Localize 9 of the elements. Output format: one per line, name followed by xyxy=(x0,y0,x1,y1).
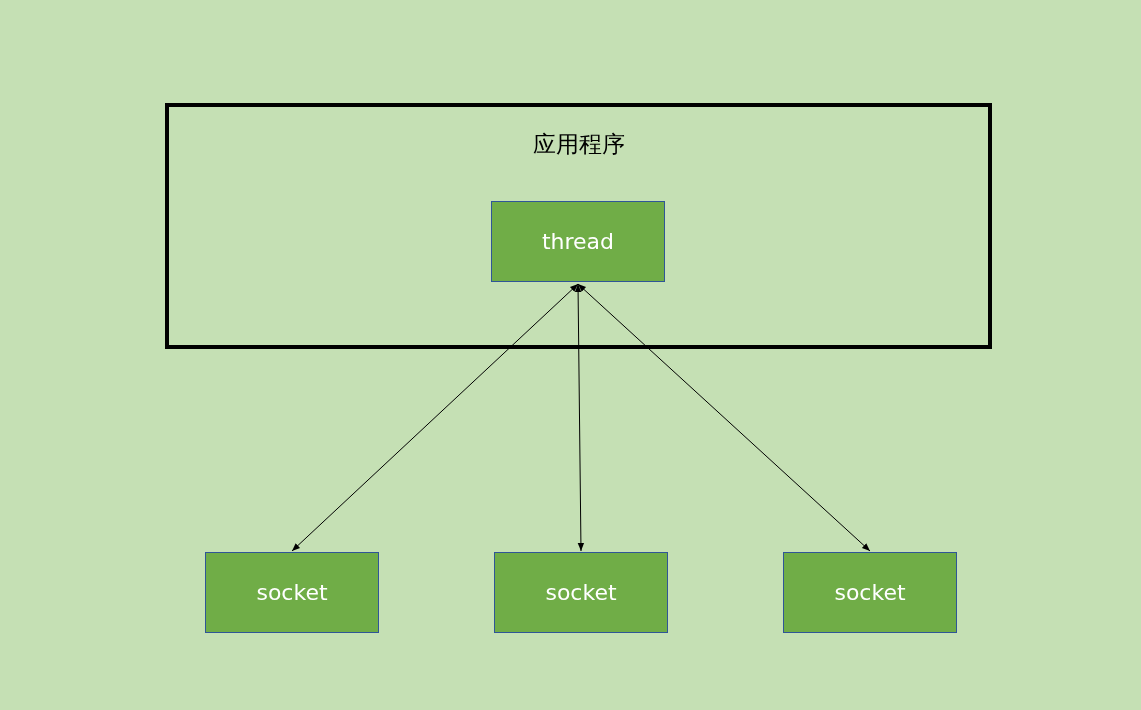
arrow xyxy=(577,283,871,552)
process-box: socket xyxy=(205,552,379,633)
application-frame xyxy=(165,103,992,349)
process-box: thread xyxy=(491,201,665,282)
arrow xyxy=(291,283,579,552)
frame-heading: 应用程序 xyxy=(532,130,625,159)
process-box: socket xyxy=(494,552,668,633)
arrow xyxy=(574,283,585,552)
process-box: socket xyxy=(783,552,957,633)
